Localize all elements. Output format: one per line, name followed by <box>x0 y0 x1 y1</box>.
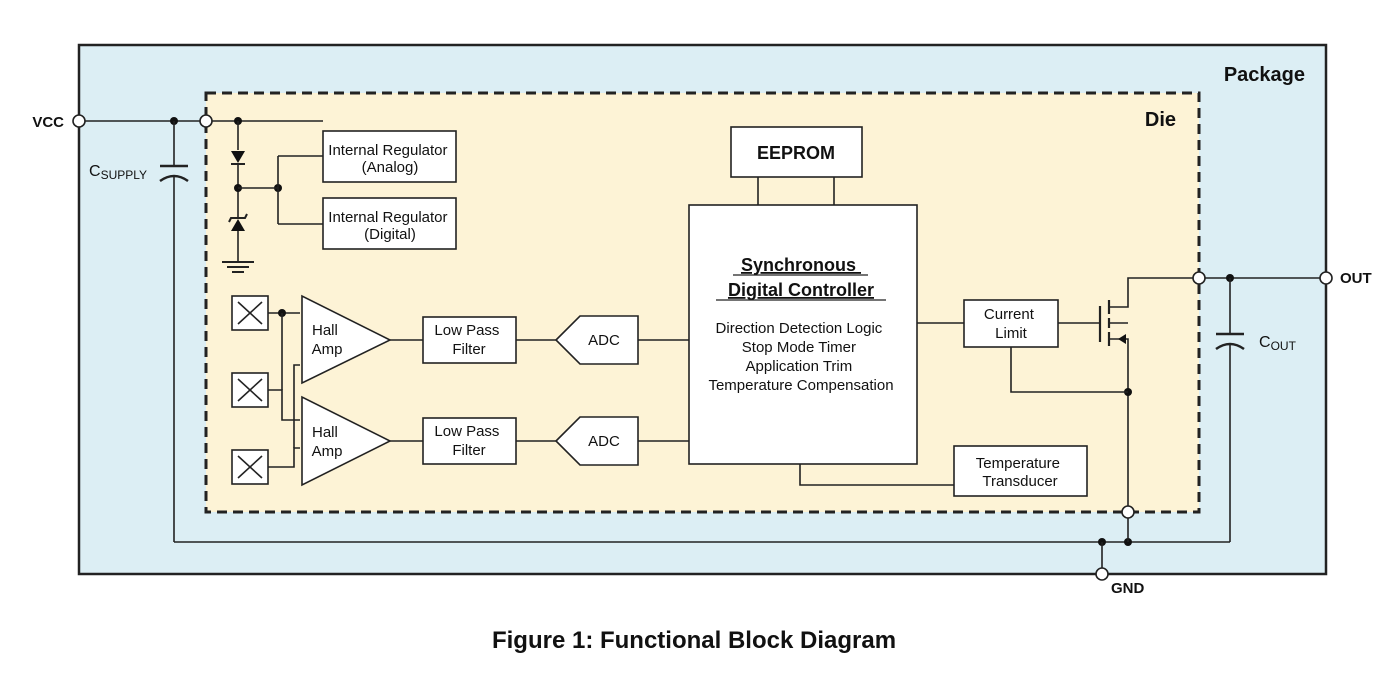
hall-element-3 <box>231 449 269 485</box>
internal-regulator-analog-block <box>322 130 457 183</box>
internal-regulator-digital-block <box>322 197 457 250</box>
internal-regulator-digital-label: Internal Regulator (Digital) <box>328 209 451 243</box>
hall-amp-1-label: Hall Amp <box>312 322 343 358</box>
hall-to-amp-wiring <box>268 309 300 468</box>
output-transistor <box>1010 277 1193 507</box>
vcc-label: VCC <box>32 114 64 131</box>
gnd-die-pin <box>1121 505 1135 519</box>
out-die-pin <box>1192 271 1206 285</box>
adc-2-label: ADC <box>588 433 620 450</box>
c-out-label: COUT <box>1259 334 1297 353</box>
eeprom-block <box>730 126 863 178</box>
out-label: OUT <box>1340 270 1372 287</box>
hall-amp-2 <box>301 395 392 487</box>
vcc-pin <box>72 114 86 128</box>
vcc-wiring <box>85 117 1230 543</box>
current-limit-label: Current Limit <box>984 306 1038 342</box>
hall-amp-2-label: Hall Amp <box>312 424 343 460</box>
gnd-label: GND <box>1111 580 1145 597</box>
low-pass-filter-2-label: Low Pass Filter <box>434 423 503 459</box>
die-label: Die <box>1145 109 1176 131</box>
internal-regulator-analog-label: Internal Regulator (Analog) <box>328 142 451 176</box>
eeprom-label: EEPROM <box>757 143 835 163</box>
adc-1-label: ADC <box>588 332 620 349</box>
out-wiring <box>1205 274 1320 542</box>
vcc-die-pin <box>199 114 213 128</box>
out-pin <box>1319 271 1333 285</box>
hall-amp-1 <box>301 294 392 385</box>
controller-functions: Direction Detection Logic Stop Mode Time… <box>708 320 893 394</box>
controller-title: Synchronous Digital Controller <box>728 255 874 300</box>
current-limit-block <box>963 299 1059 348</box>
figure-caption: Figure 1: Functional Block Diagram <box>492 627 896 654</box>
low-pass-filter-1-label: Low Pass Filter <box>434 322 503 358</box>
temperature-transducer-label: Temperature Transducer <box>976 455 1064 490</box>
c-supply-label: CSUPPLY <box>89 163 147 182</box>
hall-element-2 <box>231 372 269 408</box>
gnd-wiring <box>1098 518 1132 568</box>
package-label: Package <box>1224 64 1305 86</box>
hall-element-1 <box>231 295 269 331</box>
temperature-transducer-block <box>953 445 1088 497</box>
synchronous-digital-controller-block <box>688 204 918 465</box>
gnd-pin <box>1095 567 1109 581</box>
